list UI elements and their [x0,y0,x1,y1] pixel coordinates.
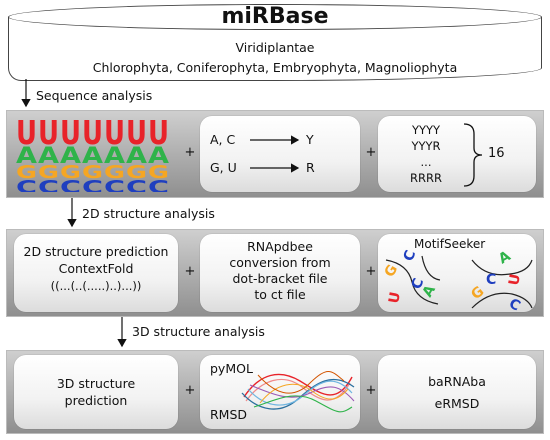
motifseeker-title: MotifSeeker [414,237,486,251]
mapping-to-1: Y [306,132,314,147]
motif-nucleotide-G: G [468,283,487,303]
plus-sign: + [184,145,196,160]
database-taxa: Chlorophyta, Coniferophyta, Embryophyta,… [92,60,458,75]
motif-nucleotide-U: U [386,291,404,305]
conversion-line: RNApdbee [247,239,313,254]
logo-letter-C: C [126,178,147,192]
2d-prediction-tool: ContextFold [58,261,134,276]
3d-tools-list: baRNAba eRMSD [378,371,536,415]
database-name: miRBase [221,4,329,29]
conversion-text: RNApdbee conversion from dot-bracket fil… [200,239,360,303]
pymol-label: pyMOL [210,361,253,376]
mapping-from-1: A, C [210,132,236,147]
3d-prediction-text: 3D structure prediction [14,375,178,409]
logo-letter-A: A [82,143,104,169]
baRNAba-card: baRNAba eRMSD [378,355,536,429]
combination-item: YYYR [411,139,441,153]
conversion-card: RNApdbee conversion from dot-bracket fil… [200,234,360,312]
motif-nucleotide-U: U [506,273,524,287]
logo-letter-A: A [104,143,126,169]
combination-count: 16 [488,146,505,161]
stage-label-2d: 2D structure analysis [82,206,215,221]
database-kingdom: Viridiplantae [235,40,315,55]
2d-prediction-title: 2D structure prediction [23,244,169,259]
mapping-arrows [250,135,300,173]
conversion-line: conversion from [229,255,331,270]
mapping-to-2: R [306,160,315,175]
stage-label-3d: 3D structure analysis [132,324,265,339]
combination-item: RRRR [410,171,442,185]
3d-prediction-line: prediction [64,393,128,408]
logo-letter-G: G [60,163,81,183]
logo-letter-G: G [82,163,103,183]
plus-sign: + [365,264,377,279]
logo-letter-A: A [126,143,148,169]
motif-nucleotide-C: C [401,248,420,263]
tool-name: baRNAba [428,374,486,389]
mapping-from-2: G, U [210,160,237,175]
logo-letter-G: G [104,163,125,183]
2d-prediction-card: 2D structure prediction ContextFold ((..… [14,234,178,312]
logo-letter-U: U [126,116,147,152]
3d-prediction-line: 3D structure [56,376,136,391]
conversion-line: to ct file [254,287,306,302]
logo-letter-G: G [148,163,169,183]
motif-nucleotide-G: G [382,262,402,280]
logo-letter-U: U [16,116,37,152]
combination-list: YYYY YYYR ... RRRR [396,122,456,186]
logo-letter-U: U [60,116,81,152]
plus-sign: + [184,264,196,279]
logo-letter-G: G [16,163,37,183]
motif-nucleotide-C: C [506,296,523,312]
rna-ribbon-superposition-image [241,371,355,413]
motif-nucleotide-A: A [496,248,514,267]
right-brace [463,123,483,187]
logo-letter-C: C [148,178,169,192]
logo-letter-C: C [38,178,59,192]
database-cylinder-top [8,4,542,30]
plus-sign: + [365,145,377,160]
logo-letter-A: A [148,143,170,169]
stage-label-sequence: Sequence analysis [36,88,153,103]
logo-letter-U: U [148,116,169,152]
logo-letter-U: U [104,116,125,152]
3d-prediction-card: 3D structure prediction [14,355,178,429]
logo-letter-C: C [82,178,103,192]
logo-letter-U: U [38,116,59,152]
tool-name: eRMSD [434,396,480,411]
pymol-card: pyMOL RMSD [200,355,360,429]
logo-letter-C: C [60,178,81,192]
logo-letter-C: C [16,178,37,192]
combination-item: YYYY [411,123,441,137]
combination-item: ... [420,155,432,169]
motif-nucleotide-C: C [486,272,496,288]
plus-sign: + [365,383,377,398]
logo-letter-C: C [104,178,125,192]
plus-sign: + [184,383,196,398]
logo-letter-U: U [82,116,103,152]
rmsd-label: RMSD [210,407,248,422]
dot-bracket-notation: ((...(..(.....)..)...)) [50,279,142,293]
combinations-card: YYYY YYYR ... RRRR 16 [378,116,536,192]
logo-letter-G: G [126,163,147,183]
logo-letter-A: A [38,143,60,169]
logo-letter-A: A [16,143,38,169]
conversion-line: dot-bracket file [232,271,328,286]
logo-letter-G: G [38,163,59,183]
nucleotide-mapping-card: A, C Y G, U R [200,116,360,192]
logo-letter-A: A [60,143,82,169]
